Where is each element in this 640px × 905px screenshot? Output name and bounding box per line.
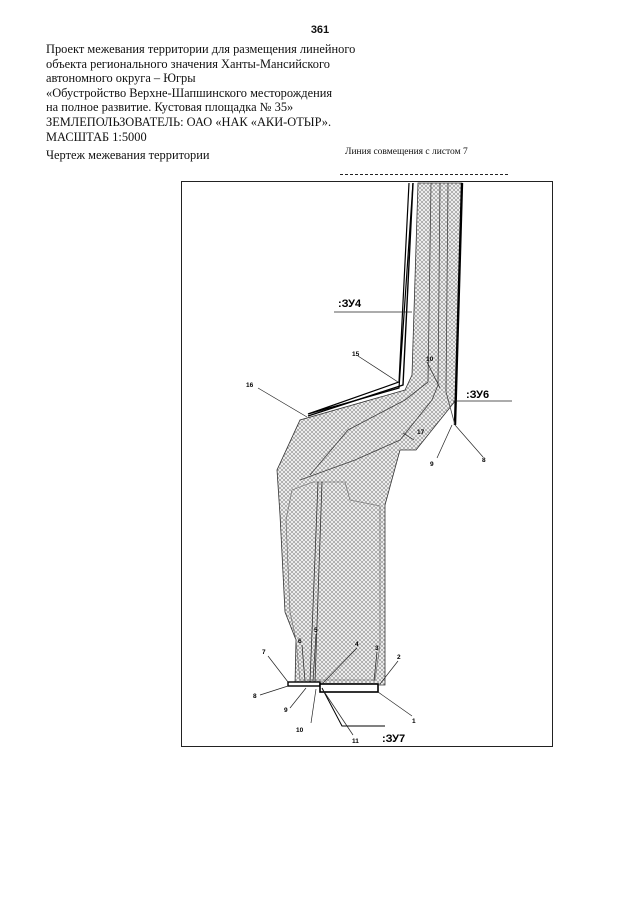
point-label: 1 (412, 718, 416, 725)
header-line: Проект межевания территории для размещен… (46, 42, 356, 56)
page-number: 361 (310, 24, 330, 36)
zone-label-zu7: :ЗУ7 (382, 733, 405, 745)
boundary-zu6 (453, 182, 464, 426)
point-label: 4 (355, 641, 359, 648)
point-label: 8 (482, 457, 486, 464)
point-label: 8 (253, 693, 257, 700)
point-label: 17 (417, 429, 425, 436)
header-line: ЗЕМЛЕПОЛЬЗОВАТЕЛЬ: ОАО «НАК «АКИ-ОТЫР». (46, 114, 332, 129)
drawing-caption: Чертеж межевания территории (46, 148, 210, 162)
header-line: на полное развитие. Кустовая площадка № … (46, 100, 294, 115)
point-label: 2 (397, 654, 401, 661)
document-header: Проект межевания территории для размещен… (46, 42, 366, 144)
sheet-junction-line (340, 174, 508, 175)
boundary-zu4 (307, 182, 414, 415)
header-line: объекта регионального значения Ханты-Ман… (46, 56, 330, 71)
inner-block (285, 481, 381, 681)
point-label: 15 (352, 351, 360, 358)
point-label: 16 (246, 382, 254, 389)
point-label: 11 (352, 738, 359, 745)
point-label: 10 (426, 356, 434, 363)
zu7-strip (319, 683, 379, 693)
point-label: 10 (296, 727, 304, 734)
point-label: 6 (298, 638, 302, 645)
point-label: 5 (314, 627, 318, 634)
zone-label-zu4: :ЗУ4 (338, 298, 362, 310)
zone-label-zu6: :ЗУ6 (466, 389, 489, 401)
sheet-link-label: Линия совмещения с листом 7 (345, 147, 468, 157)
point-label: 7 (262, 649, 266, 656)
header-line: автономного округа – Югры (46, 71, 196, 86)
corridor-line (309, 182, 432, 476)
point-label: 9 (430, 461, 434, 468)
header-line: МАСШТАБ 1:5000 (46, 129, 147, 144)
drawing-frame (181, 181, 553, 747)
bottom-strip (287, 681, 321, 687)
point-label: 3 (375, 645, 379, 652)
header-line: «Обустройство Верхне-Шапшинского месторо… (46, 85, 333, 100)
point-label: 9 (284, 707, 288, 714)
corridor-line (299, 182, 441, 481)
